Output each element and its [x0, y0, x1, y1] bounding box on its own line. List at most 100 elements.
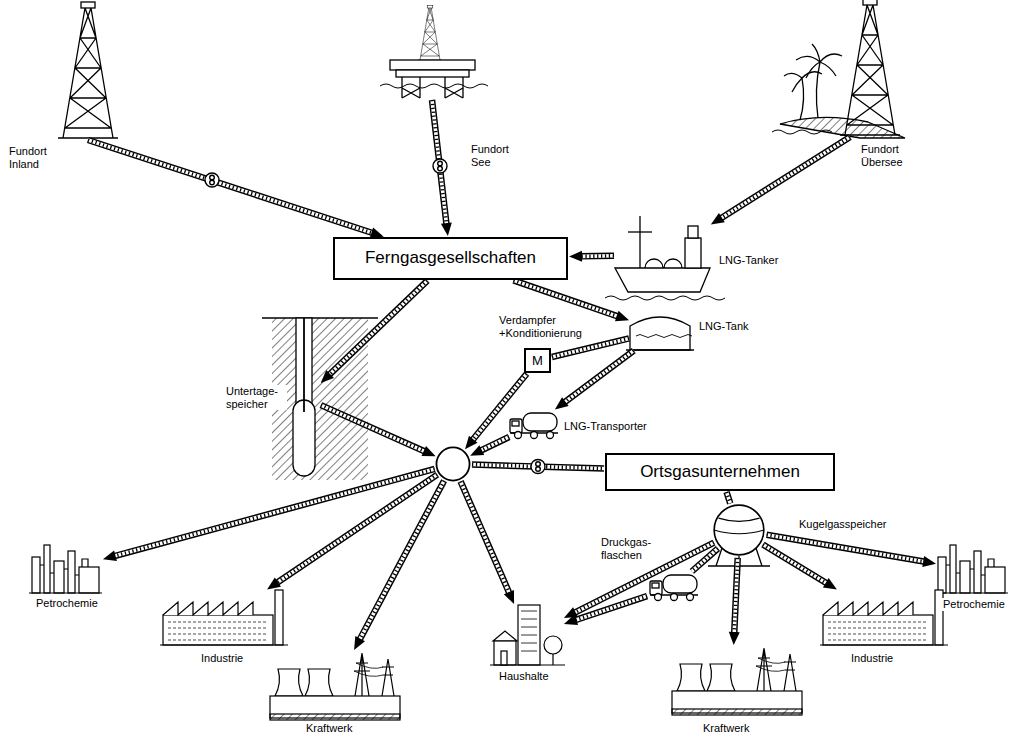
pipe-stroke — [359, 481, 444, 641]
pipe-stroke — [461, 481, 510, 594]
pipe-stroke — [276, 475, 437, 584]
gas-pipeline — [88, 140, 384, 238]
pipe-stroke — [329, 281, 428, 376]
node-label: LNG-Tank — [698, 320, 770, 333]
pipe-stroke — [359, 481, 444, 641]
gas-pipeline — [727, 492, 731, 503]
node-label: Industrie — [200, 652, 272, 665]
pipe-stroke — [552, 338, 629, 357]
node-label: Kraftwerk — [305, 722, 387, 735]
gas-pipeline — [763, 545, 837, 590]
gas-pipeline — [729, 558, 740, 645]
gas-meter — [531, 460, 545, 474]
circle-outline — [435, 446, 471, 482]
node-label: LNG-Tanker — [718, 254, 790, 267]
node-label: Fundort Inland — [8, 145, 65, 170]
pipe-stroke — [580, 254, 614, 258]
pipe-stroke — [321, 405, 426, 452]
gas-pipeline — [267, 475, 437, 590]
node-label: Industrie — [850, 652, 922, 665]
facility-node: Kraftwerk — [672, 646, 792, 716]
pipe-stroke — [734, 558, 738, 634]
distribution-hub — [435, 446, 471, 482]
pipe-stroke — [432, 100, 447, 225]
box-text: M — [532, 353, 543, 369]
pipe-stroke — [564, 351, 634, 403]
derrick-overseas — [840, 0, 900, 135]
facility-node: Industrie — [163, 590, 288, 645]
node-label: Kugelgasspeicher — [798, 518, 895, 531]
pipe-stroke — [727, 492, 731, 503]
facility-node: LNG-Tank — [630, 312, 690, 350]
pipe-stroke — [461, 481, 510, 594]
gas-pipeline — [461, 481, 514, 604]
pipe-stroke — [734, 558, 738, 634]
petrochemistry-left — [29, 545, 102, 593]
pipe-stroke — [276, 475, 437, 584]
facility-node: Fundort Inland — [60, 5, 115, 140]
arrow-head — [354, 636, 365, 650]
pipe-stroke — [720, 137, 850, 219]
pipe-stroke — [734, 558, 738, 634]
pipe-stroke — [329, 281, 428, 376]
node-label: Druckgas- flaschen — [600, 536, 662, 561]
facility-node: LNG-Transporter — [510, 410, 558, 440]
pipe-stroke — [480, 437, 509, 451]
pipe-stroke — [432, 100, 447, 225]
arrow-head — [615, 311, 629, 321]
pipe-stroke — [564, 351, 634, 403]
pipe-stroke — [564, 351, 634, 403]
gas-pipeline — [321, 281, 428, 383]
circle-outline — [712, 503, 766, 557]
facility-node: Druckgas- flaschen — [648, 572, 700, 602]
arrow-head — [422, 446, 436, 456]
arrow-head — [729, 632, 740, 645]
box-text: Ortsgasunternehmen — [640, 462, 800, 482]
facility-node: Haushalte — [493, 605, 563, 667]
pipe-stroke — [727, 492, 731, 503]
pipe-stroke — [763, 545, 828, 584]
company-box: Ferngasgesellschaften — [333, 237, 568, 280]
gas-meter — [205, 173, 219, 187]
distribution-hub: Kugelgasspeicher — [712, 503, 766, 557]
pipe-stroke — [329, 281, 428, 376]
pipe-stroke — [580, 254, 614, 258]
arrow-head — [504, 590, 514, 604]
gas-pipeline — [552, 338, 629, 357]
lng-tank — [626, 317, 694, 350]
company-box: Verdampfer +KonditionierungM — [524, 348, 551, 373]
facility-node: Kraftwerk — [270, 651, 400, 721]
pipe-stroke — [359, 481, 444, 641]
power-plant-left — [270, 653, 400, 720]
node-label: Petrochemie — [942, 598, 1016, 611]
pipe-stroke — [321, 405, 426, 452]
arrow-head — [441, 222, 452, 236]
lng-transporter — [510, 413, 558, 439]
pressure-cylinder-truck — [650, 575, 698, 601]
arrow-head — [470, 445, 484, 456]
pipe-stroke — [480, 437, 509, 451]
pipe-stroke — [472, 374, 527, 441]
pipe-stroke — [472, 374, 527, 441]
pipe-stroke — [552, 338, 629, 357]
palm-island — [772, 44, 905, 138]
pipe-stroke — [514, 280, 619, 316]
pipe-stroke — [580, 253, 614, 260]
pipe-stroke — [727, 492, 731, 503]
facility-node: Fundort See — [385, 5, 480, 100]
pipe-stroke — [552, 338, 629, 357]
pipe-stroke — [88, 140, 373, 233]
petrochemistry-right — [935, 545, 1008, 593]
node-label: Petrochemie — [35, 597, 117, 610]
facility-node: Industrie — [823, 590, 948, 648]
gas-pipeline — [465, 374, 527, 450]
node-label: Haushalte — [498, 670, 570, 683]
arrow-head — [564, 607, 578, 618]
arrow-head — [569, 251, 582, 262]
offshore-platform — [380, 6, 488, 98]
arrow-head — [103, 550, 117, 561]
arrow-head — [555, 397, 569, 409]
